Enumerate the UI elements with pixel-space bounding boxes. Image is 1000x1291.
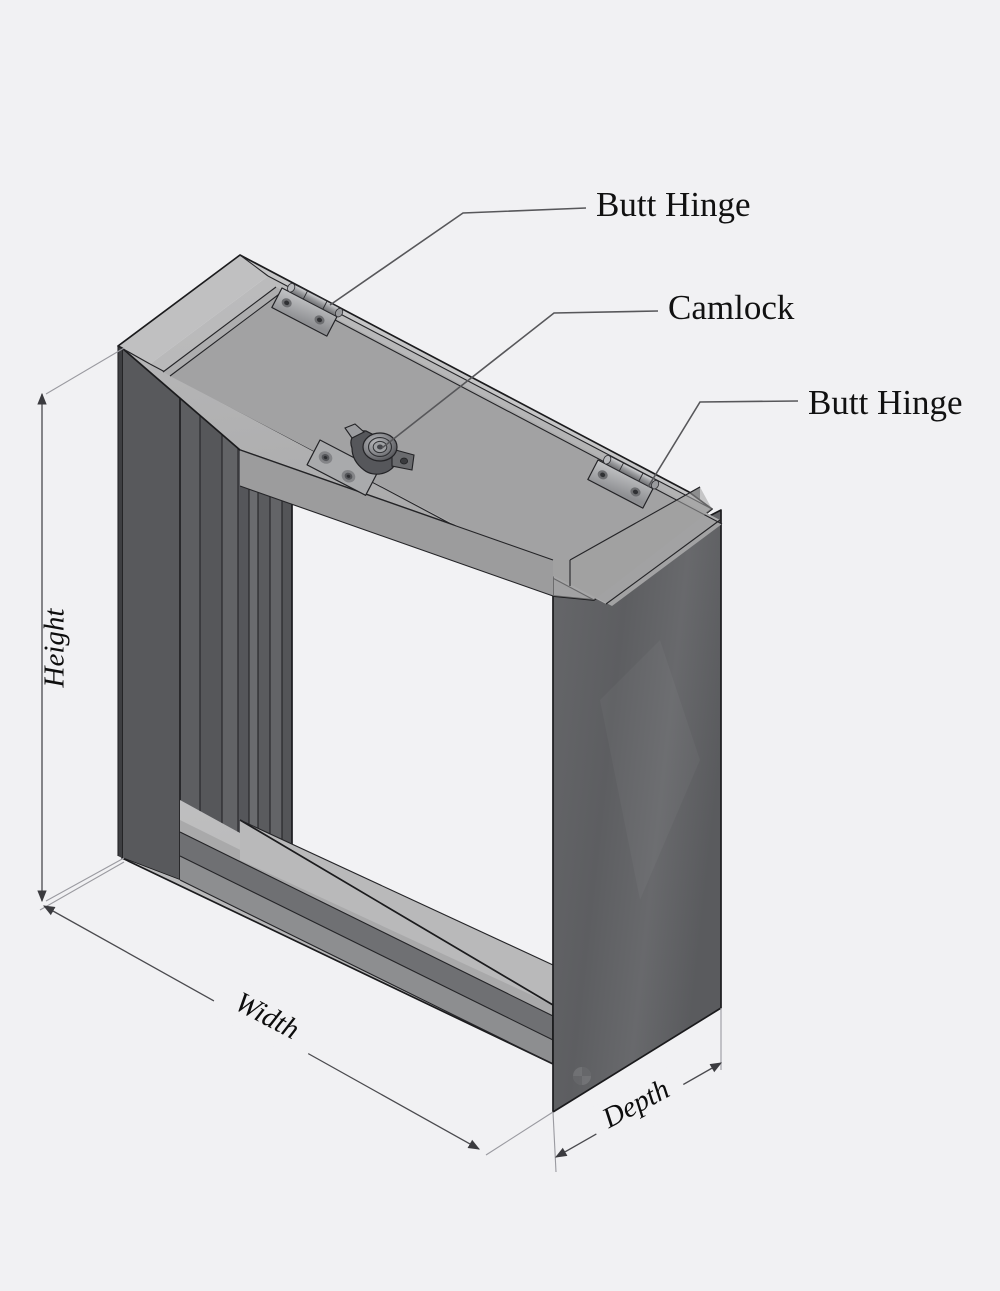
height-ext-bottom (45, 857, 125, 902)
left-outer-edge (117, 346, 122, 858)
top-face-assembly (117, 254, 723, 606)
camlock-screw (341, 470, 356, 483)
hinge-screw (630, 487, 641, 497)
hinge-screw (281, 298, 292, 308)
height-ext-top (45, 347, 125, 395)
butt-hinge-left-leader (329, 207, 587, 306)
width-ext-right (485, 1111, 554, 1156)
depth-ext-left (552, 1111, 557, 1173)
hinge-screw (314, 315, 325, 325)
frame-opening (240, 450, 553, 965)
butt-hinge-left-label: Butt Hinge (596, 185, 751, 224)
top-right-lip (553, 486, 712, 600)
camlock-label: Camlock (668, 288, 795, 327)
camlock-assembly (306, 423, 415, 496)
butt-hinge-right-leader (647, 400, 799, 488)
butt-hinge-right-label: Butt Hinge (808, 383, 963, 422)
right-butt-hinge (587, 455, 660, 509)
inner-left-jamb (121, 347, 293, 929)
width-label-mask (207, 973, 325, 1063)
dimension-width: Width (39, 861, 554, 1156)
callout-camlock: Camlock (381, 288, 795, 449)
dimension-height: Height (37, 347, 125, 903)
height-dim-label: Height (39, 608, 71, 689)
width-ext-left (39, 861, 125, 911)
camlock-screw (318, 451, 333, 464)
hinge-screw (597, 470, 608, 480)
callout-butt-hinge-left: Butt Hinge (329, 185, 751, 306)
depth-label-mask (584, 1064, 693, 1149)
left-butt-hinge (271, 283, 344, 337)
top-door-lip (239, 449, 554, 597)
watermark-icon (573, 1067, 591, 1085)
callout-butt-hinge-right: Butt Hinge (647, 383, 963, 488)
camlock-leader (381, 310, 659, 449)
